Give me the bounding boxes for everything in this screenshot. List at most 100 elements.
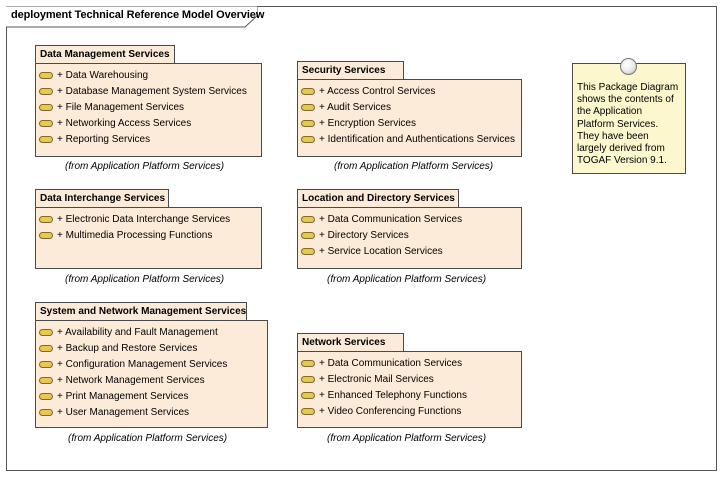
package-item-label: + Electronic Mail Services xyxy=(319,373,434,385)
package-item[interactable]: + Multimedia Processing Functions xyxy=(39,227,261,243)
package-item[interactable]: + Reporting Services xyxy=(39,131,261,147)
package-item[interactable]: + Availability and Fault Management xyxy=(39,324,267,340)
package-item[interactable]: + Electronic Mail Services xyxy=(301,371,521,387)
package-item-label: + File Management Services xyxy=(57,101,185,113)
package-item-label: + Configuration Management Services xyxy=(57,358,228,370)
component-pill-icon xyxy=(301,360,315,367)
component-pill-icon xyxy=(39,120,53,127)
package-source-label: (from Application Platform Services) xyxy=(327,433,487,444)
package-item[interactable]: + Directory Services xyxy=(301,227,521,243)
package-body: + Data Warehousing + Database Management… xyxy=(35,63,262,157)
package-item[interactable]: + Access Control Services xyxy=(301,83,521,99)
package-item-label: + Video Conferencing Functions xyxy=(319,405,462,417)
package-item[interactable]: + Enhanced Telephony Functions xyxy=(301,387,521,403)
package-item-label: + Backup and Restore Services xyxy=(57,342,198,354)
component-pill-icon xyxy=(301,392,315,399)
component-pill-icon xyxy=(39,329,53,336)
package-item-label: + Identification and Authentications Ser… xyxy=(319,133,515,145)
package-item-label: + Enhanced Telephony Functions xyxy=(319,389,467,401)
package-item[interactable]: + Encryption Services xyxy=(301,115,521,131)
package-source-label: (from Application Platform Services) xyxy=(65,161,225,172)
component-pill-icon xyxy=(39,136,53,143)
package-tab: Data Management Services xyxy=(35,45,175,64)
package-body: + Access Control Services + Audit Servic… xyxy=(297,79,522,157)
package-body: + Data Communication Services + Director… xyxy=(297,207,522,269)
package-body: + Data Communication Services + Electron… xyxy=(297,351,522,428)
component-pill-icon xyxy=(301,104,315,111)
package-item[interactable]: + Audit Services xyxy=(301,99,521,115)
component-pill-icon xyxy=(301,408,315,415)
note-line: shows the contents of xyxy=(577,94,674,106)
component-pill-icon xyxy=(301,216,315,223)
package-body: + Electronic Data Interchange Services +… xyxy=(35,207,262,269)
note-line: Platform Services. xyxy=(577,118,659,130)
package-item[interactable]: + Identification and Authentications Ser… xyxy=(301,131,521,147)
package-tab: Data Interchange Services xyxy=(35,189,169,208)
package-item-label: + Service Location Services xyxy=(319,245,443,257)
note-line: This Package Diagram xyxy=(577,82,679,93)
package-item-label: + Data Warehousing xyxy=(57,69,149,81)
package-item-label: + Network Management Services xyxy=(57,374,205,386)
package-item-label: + Data Communication Services xyxy=(319,213,463,225)
package-item[interactable]: + User Management Services xyxy=(39,404,267,420)
component-pill-icon xyxy=(301,88,315,95)
component-pill-icon xyxy=(301,120,315,127)
component-pill-icon xyxy=(39,72,53,79)
package-item[interactable]: + Data Communication Services xyxy=(301,355,521,371)
package-item[interactable]: + Network Management Services xyxy=(39,372,267,388)
package-item[interactable]: + Data Warehousing xyxy=(39,67,261,83)
package-source-label: (from Application Platform Services) xyxy=(65,274,225,285)
note-pin-icon xyxy=(620,58,637,75)
package-source-label: (from Application Platform Services) xyxy=(68,433,228,444)
component-pill-icon xyxy=(39,393,53,400)
package-item[interactable]: + Networking Access Services xyxy=(39,115,261,131)
package-item[interactable]: + Backup and Restore Services xyxy=(39,340,267,356)
package-item-label: + Networking Access Services xyxy=(57,117,192,129)
package-item[interactable]: + Database Management System Services xyxy=(39,83,261,99)
component-pill-icon xyxy=(301,248,315,255)
frame-tab-outline xyxy=(6,6,258,28)
package-tab: Security Services xyxy=(297,61,404,80)
package-tab: Location and Directory Services xyxy=(297,189,459,208)
diagram-note[interactable]: This Package Diagram shows the contents … xyxy=(572,63,686,174)
package-item[interactable]: + Electronic Data Interchange Services xyxy=(39,211,261,227)
package-item[interactable]: + Print Management Services xyxy=(39,388,267,404)
package-source-label: (from Application Platform Services) xyxy=(334,161,494,172)
component-pill-icon xyxy=(301,232,315,239)
package-item-label: + Multimedia Processing Functions xyxy=(57,229,213,241)
note-line: TOGAF Version 9.1. xyxy=(577,155,667,167)
package-item-label: + Audit Services xyxy=(319,101,391,113)
package-item[interactable]: + File Management Services xyxy=(39,99,261,115)
package-item-label: + Reporting Services xyxy=(57,133,151,145)
component-pill-icon xyxy=(39,232,53,239)
note-line: They have been xyxy=(577,130,649,142)
package-source-label: (from Application Platform Services) xyxy=(327,274,487,285)
package-item-label: + Print Management Services xyxy=(57,390,189,402)
note-line: the Application xyxy=(577,106,643,118)
component-pill-icon xyxy=(301,376,315,383)
package-tab: System and Network Management Services xyxy=(35,302,247,321)
component-pill-icon xyxy=(301,136,315,143)
package-item-label: + User Management Services xyxy=(57,406,190,418)
component-pill-icon xyxy=(39,345,53,352)
package-item[interactable]: + Service Location Services xyxy=(301,243,521,259)
package-item-label: + Availability and Fault Management xyxy=(57,326,218,338)
component-pill-icon xyxy=(39,409,53,416)
component-pill-icon xyxy=(39,361,53,368)
package-item[interactable]: + Data Communication Services xyxy=(301,211,521,227)
package-item[interactable]: + Configuration Management Services xyxy=(39,356,267,372)
package-item-label: + Encryption Services xyxy=(319,117,416,129)
component-pill-icon xyxy=(39,216,53,223)
package-body: + Availability and Fault Management + Ba… xyxy=(35,320,268,428)
component-pill-icon xyxy=(39,88,53,95)
diagram-title: deployment Technical Reference Model Ove… xyxy=(11,9,265,21)
note-line: largely derived from xyxy=(577,143,665,155)
package-item-label: + Directory Services xyxy=(319,229,409,241)
package-item-label: + Access Control Services xyxy=(319,85,436,97)
package-item-label: + Data Communication Services xyxy=(319,357,463,369)
component-pill-icon xyxy=(39,377,53,384)
package-item[interactable]: + Video Conferencing Functions xyxy=(301,403,521,419)
package-item-label: + Electronic Data Interchange Services xyxy=(57,213,231,225)
component-pill-icon xyxy=(39,104,53,111)
diagram-frame-tab: deployment Technical Reference Model Ove… xyxy=(6,6,264,28)
